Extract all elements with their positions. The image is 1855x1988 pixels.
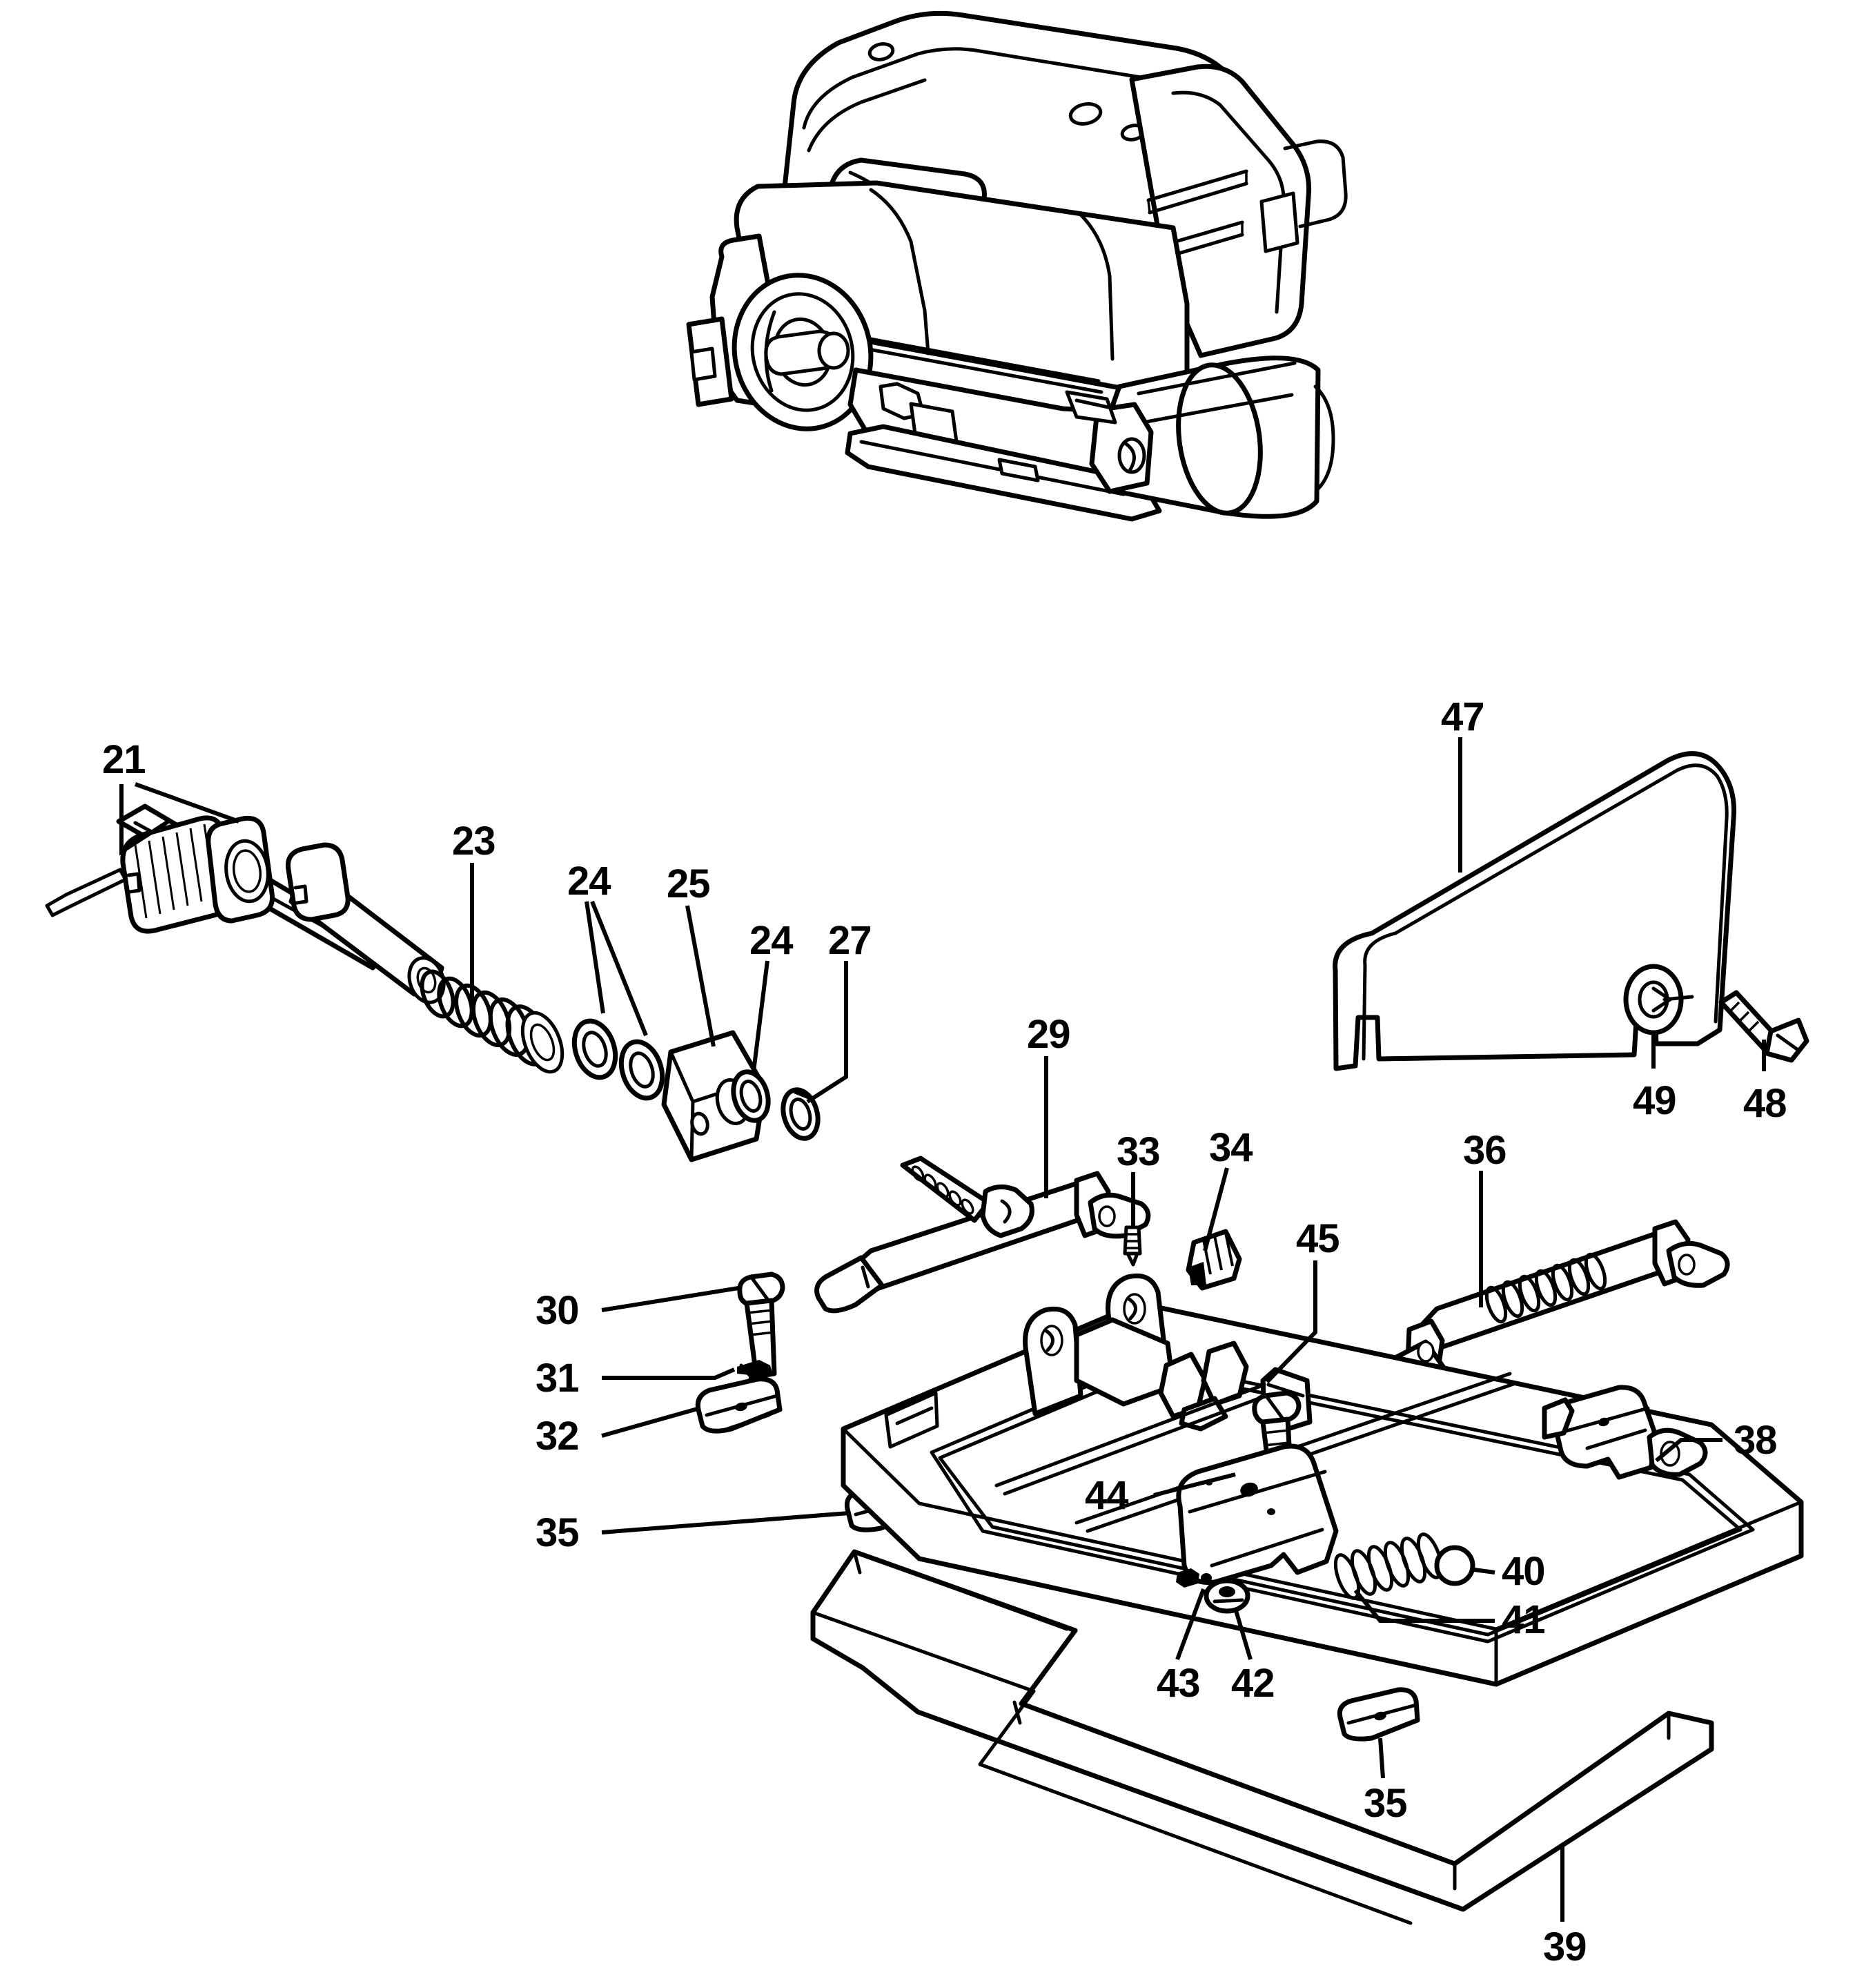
callout-32: 32 [536,1414,580,1459]
callout-24-first: 24 [567,859,611,904]
callout-23: 23 [452,819,496,864]
callout-27: 27 [828,918,872,963]
callout-33: 33 [1117,1129,1161,1174]
callout-36: 36 [1463,1128,1507,1173]
callout-39: 39 [1543,1924,1587,1969]
part-24-washer-second [618,1039,665,1101]
callout-30: 30 [536,1288,580,1333]
callout-49: 49 [1633,1078,1677,1123]
callout-42: 42 [1231,1661,1275,1706]
leader-lines [119,737,1766,1922]
callout-45: 45 [1296,1216,1340,1261]
callout-47: 47 [1441,694,1485,739]
part-40-ball [1434,1545,1475,1586]
callout-48: 48 [1743,1081,1787,1126]
callout-34: 34 [1209,1125,1253,1170]
callout-35-lower: 35 [1364,1781,1408,1826]
callout-43: 43 [1157,1661,1201,1706]
part-33-set-screw [1123,1225,1142,1267]
part-23-compression-spring [420,969,565,1074]
part-24-washer-first [571,1018,618,1080]
part-35-glide-pad-lower [1337,1687,1420,1742]
part-24-washer-third [731,1069,771,1123]
part-39-base-plate [810,1549,1714,1925]
part-36-tension-shaft [1378,1219,1730,1396]
callout-35-left: 35 [536,1510,580,1555]
part-43-pivot-pin [1176,1568,1212,1588]
part-34-grub-screw [1186,1229,1242,1291]
part-30-shoulder-screw [737,1271,785,1379]
part-49-flat-washer [1623,964,1694,1035]
callout-40: 40 [1502,1549,1546,1594]
part-31-spring-clip [737,1360,773,1389]
part-48-cover-screw [1718,990,1809,1063]
part-42-washer [1204,1578,1250,1614]
callout-31: 31 [536,1356,580,1401]
part-21-knob-shaft-assembly [45,803,446,1004]
part-29-roller-shaft [814,1156,1151,1314]
callout-38: 38 [1734,1418,1778,1463]
callout-24-second: 24 [749,918,794,963]
callout-29: 29 [1027,1012,1071,1057]
assembled-sander-illustration [686,10,1348,522]
callout-44: 44 [1085,1473,1129,1518]
part-41-compression-spring [1333,1532,1444,1600]
part-38-roller-bracket [1542,1385,1708,1480]
callout-25: 25 [667,861,711,906]
callout-21: 21 [102,737,146,782]
part-32-glide-pad [695,1376,783,1434]
callout-41: 41 [1502,1597,1546,1642]
